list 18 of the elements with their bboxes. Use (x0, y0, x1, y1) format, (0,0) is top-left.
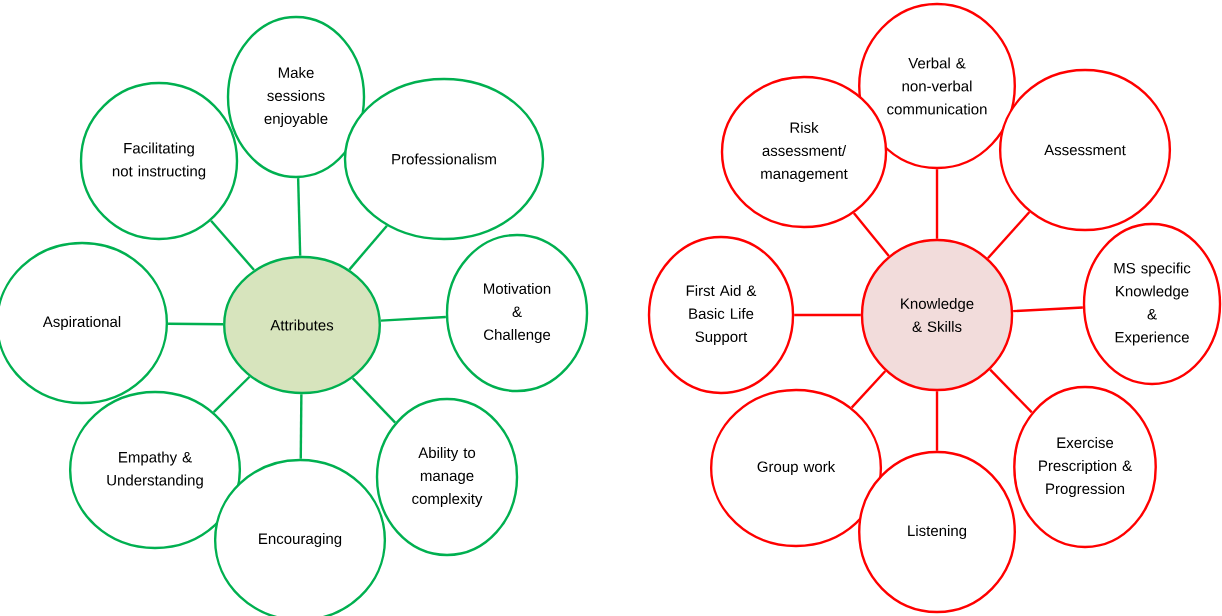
connector-line (1013, 306, 1083, 313)
connector-line (852, 212, 890, 257)
connector-line (351, 377, 397, 424)
node-label: Encouraging (259, 533, 342, 547)
connector-line (989, 368, 1033, 414)
connector-line (210, 219, 255, 271)
connector-line (168, 322, 224, 326)
connector-line (296, 178, 302, 256)
connector-line (380, 315, 446, 322)
connector-line (935, 391, 939, 451)
node-label: Listening (908, 525, 967, 539)
connector-line (348, 224, 388, 271)
connector-line (794, 313, 861, 317)
connector-line (987, 211, 1031, 260)
connector-line (212, 375, 251, 413)
connector-line (850, 370, 887, 409)
connector-line (935, 169, 939, 239)
connector-line (299, 394, 303, 459)
